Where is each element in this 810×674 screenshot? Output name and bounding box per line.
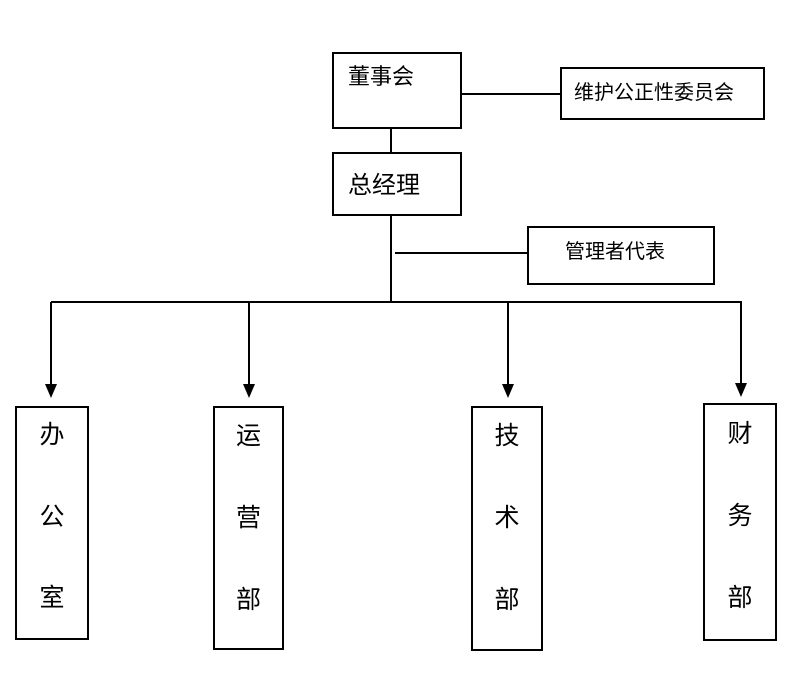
arrow-down-icon xyxy=(502,384,514,398)
department-char: 公 xyxy=(39,502,65,531)
department-node-finance: 财 务 部 xyxy=(703,403,777,641)
department-char: 部 xyxy=(494,585,520,614)
department-char: 技 xyxy=(494,421,520,450)
board-node: 董事会 xyxy=(332,52,462,129)
department-char: 办 xyxy=(39,420,65,449)
department-node-technology: 技 术 部 xyxy=(471,406,543,651)
department-node-operations: 运 营 部 xyxy=(213,406,284,650)
arrow-down-icon xyxy=(243,384,255,398)
arrow-down-icon xyxy=(45,384,57,398)
department-node-office: 办 公 室 xyxy=(15,406,89,640)
general-manager-node: 总经理 xyxy=(332,152,462,216)
department-char: 务 xyxy=(727,501,753,530)
committee-node: 维护公正性委员会 xyxy=(560,67,765,120)
board-label: 董事会 xyxy=(348,65,415,90)
department-char: 部 xyxy=(727,583,753,612)
general-manager-label: 总经理 xyxy=(348,171,420,199)
committee-label: 维护公正性委员会 xyxy=(574,80,734,104)
management-rep-label: 管理者代表 xyxy=(565,239,665,263)
department-char: 营 xyxy=(235,503,261,532)
arrow-down-icon xyxy=(735,383,747,397)
department-char: 术 xyxy=(494,503,520,532)
department-char: 财 xyxy=(727,419,753,448)
department-char: 室 xyxy=(39,583,65,612)
department-char: 运 xyxy=(235,421,261,450)
department-char: 部 xyxy=(235,585,261,614)
management-rep-node: 管理者代表 xyxy=(527,226,715,285)
